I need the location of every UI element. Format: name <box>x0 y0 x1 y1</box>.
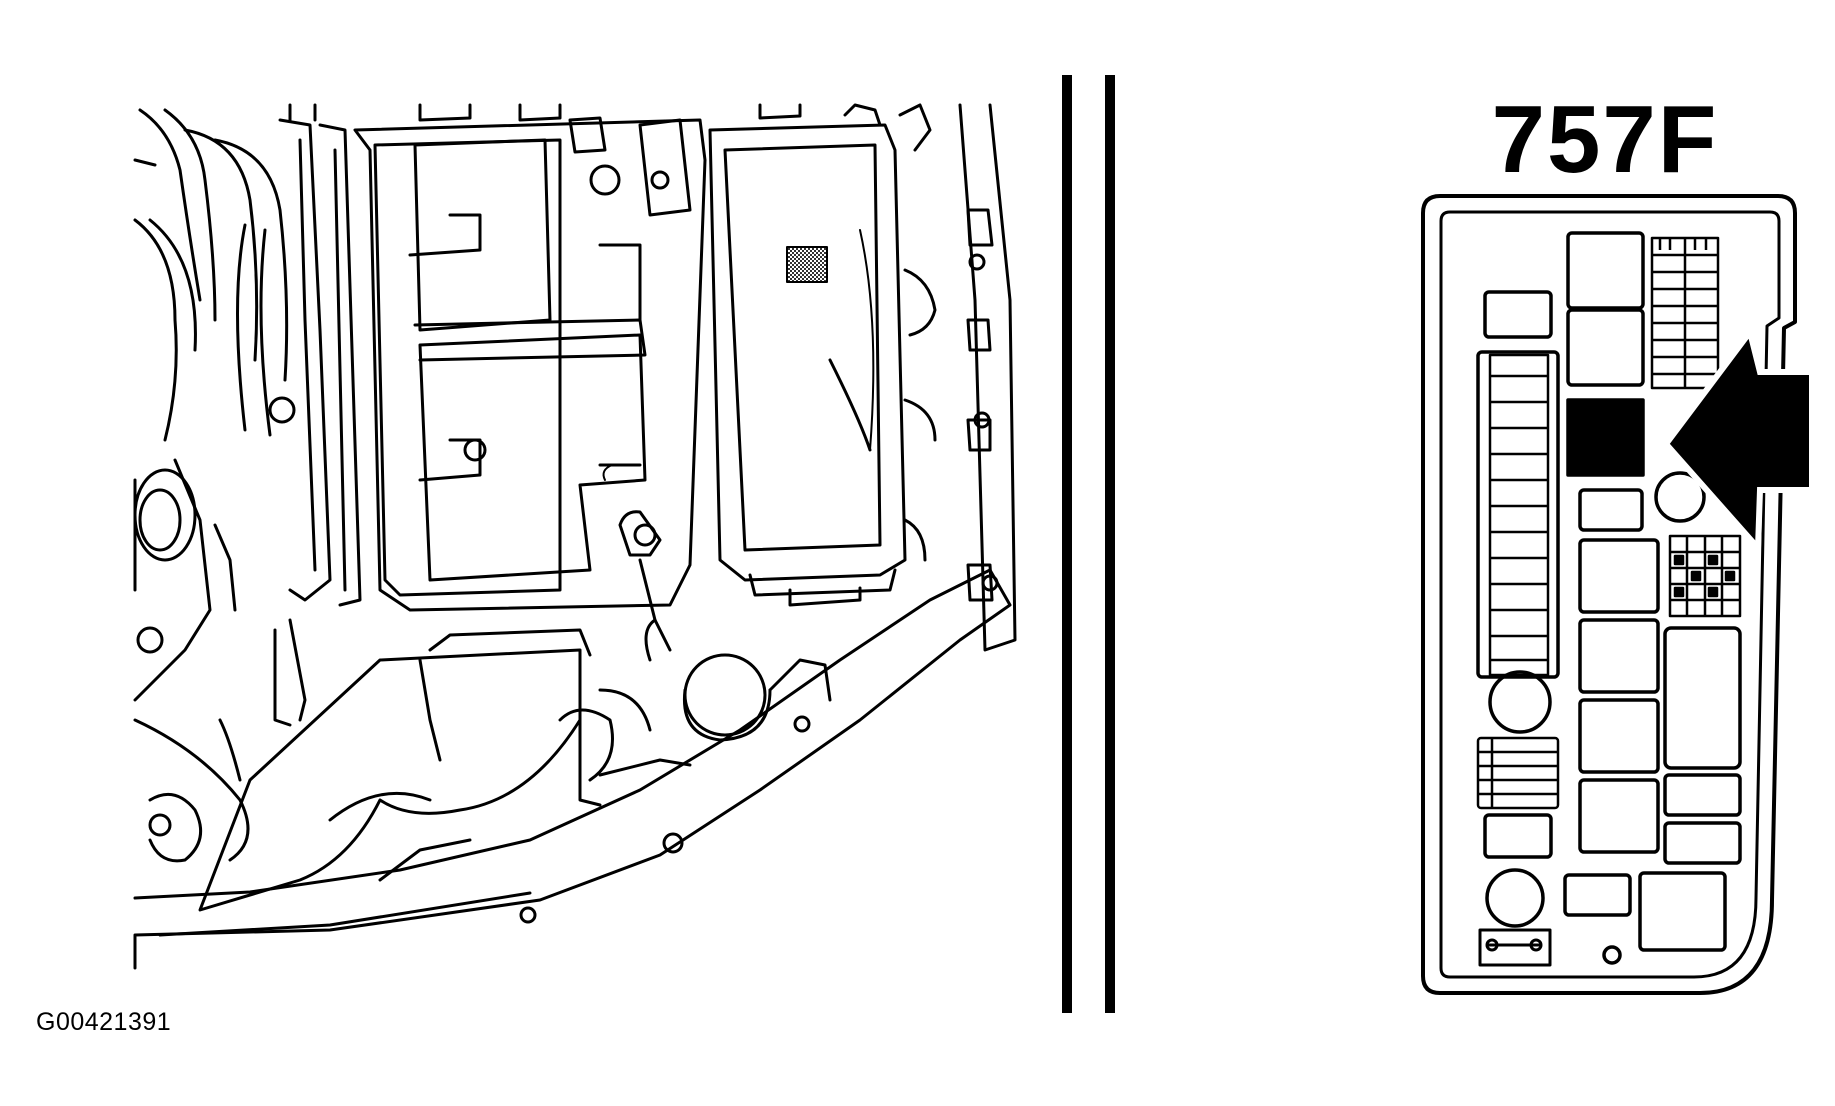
fuse-small-2 <box>1578 488 1644 532</box>
round-relay-2 <box>1488 670 1552 734</box>
divider-line-right <box>1105 75 1115 1013</box>
engine-bay-body-frame <box>133 568 1012 970</box>
connector-block <box>1668 534 1742 618</box>
bracket-left <box>278 118 332 602</box>
fuse-highlighted <box>1566 398 1645 477</box>
fuse-small-4 <box>1663 821 1742 865</box>
relay-large <box>1663 626 1742 770</box>
fuse-small-3 <box>1663 773 1742 817</box>
fuse-strip-lower-left <box>1476 736 1560 810</box>
fuse-small-6 <box>1563 873 1632 917</box>
fuse-box-title: 757F <box>1491 86 1719 193</box>
fuse-small-1 <box>1483 290 1553 339</box>
fuse-column-left <box>1476 350 1560 679</box>
divider-line-left <box>1062 75 1072 1013</box>
intake-duct <box>198 648 582 912</box>
mount-hole <box>1602 945 1622 965</box>
round-relay-3 <box>1485 868 1545 928</box>
fuse-box-diagram <box>1421 194 1797 995</box>
battery <box>413 138 552 332</box>
relay-6 <box>1578 778 1660 854</box>
round-relay-1 <box>1654 471 1706 523</box>
fuse-box-label-patch <box>786 246 828 283</box>
fuse-small-5 <box>1483 813 1553 859</box>
relay-1 <box>1566 231 1645 310</box>
relay-7 <box>1638 871 1727 952</box>
fuse-strip-top-right <box>1650 236 1720 390</box>
hose-1 <box>138 108 202 302</box>
fuse-box-cover <box>708 123 907 582</box>
engine-bay-illustration <box>133 103 1017 970</box>
fuse-box-housing-outer <box>1421 194 1797 995</box>
arrow-left-icon <box>1662 325 1815 556</box>
connector-bottom <box>1478 928 1552 967</box>
fuse-box-housing-inner <box>1439 210 1781 979</box>
figure-id-label: G00421391 <box>36 1008 172 1036</box>
relay-3 <box>1578 538 1660 614</box>
relay-5 <box>1578 698 1660 774</box>
battery-tray <box>353 118 707 612</box>
relay-4 <box>1578 618 1660 694</box>
reservoir-cap <box>683 653 767 737</box>
relay-2 <box>1566 308 1645 387</box>
